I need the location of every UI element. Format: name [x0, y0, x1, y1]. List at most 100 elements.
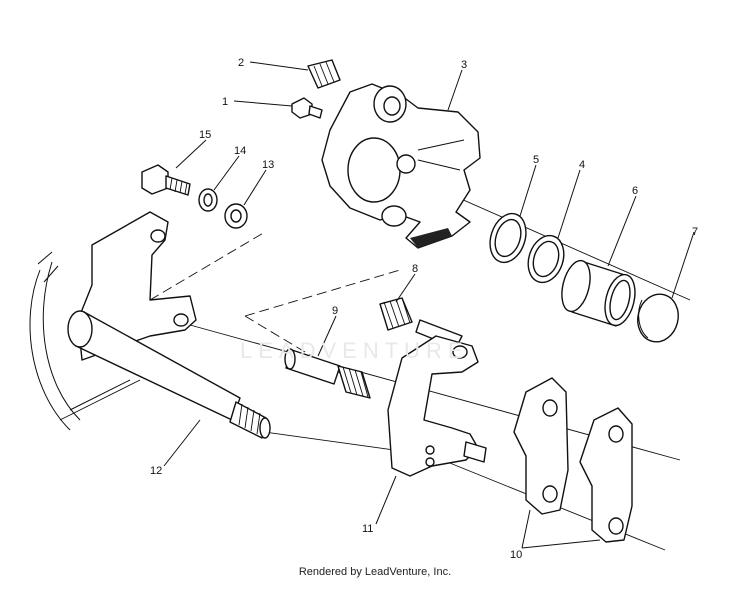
- callout-13: 13: [262, 159, 274, 171]
- part-3-caliper: [321, 83, 481, 249]
- cap-rim: [638, 299, 649, 339]
- part-13-flat-washer: [224, 203, 248, 229]
- knuckle-hole-lower: [173, 313, 189, 327]
- alignment-line-b: [244, 269, 401, 317]
- leader-12: [163, 419, 201, 467]
- bracket-hole-lower-b: [425, 457, 435, 467]
- frame-outline: [29, 251, 81, 431]
- watermark: LEADVENTURE: [240, 338, 469, 363]
- footer-credit: Rendered by LeadVenture, Inc.: [298, 566, 452, 578]
- callout-10: 10: [510, 549, 522, 561]
- bleeder-screw-tip: [308, 105, 323, 119]
- caliper-fluid-port: [396, 154, 416, 174]
- bleeder-cap-ridges: [313, 61, 335, 87]
- leader-15: [175, 139, 207, 169]
- callout-4: 4: [579, 159, 585, 171]
- caliper-lower-hole: [381, 205, 407, 227]
- frame-line-b: [43, 265, 59, 283]
- callout-2: 2: [238, 57, 244, 69]
- part-12-knuckle-axle: [67, 211, 271, 439]
- flat-washer-inner: [230, 209, 242, 223]
- axle-thread: [229, 401, 267, 439]
- leader-10a: [521, 509, 531, 549]
- knuckle-hole-upper: [150, 229, 166, 243]
- leader-11: [375, 475, 397, 525]
- part-11-bracket: [387, 335, 487, 477]
- leader-7: [671, 231, 695, 299]
- frame-curve-outer: [29, 269, 71, 431]
- leader-4: [557, 169, 581, 239]
- bolt-head: [141, 164, 169, 195]
- part-4-dust-seal: [527, 234, 565, 284]
- dust-seal-inner: [532, 240, 560, 278]
- callout-7: 7: [692, 226, 698, 238]
- leader-lines: [163, 61, 695, 549]
- pad-outer-hole-bottom: [608, 517, 624, 535]
- caliper-bridge-lines: [417, 139, 465, 171]
- callout-12: 12: [150, 465, 162, 477]
- lock-washer-inner: [203, 193, 213, 207]
- axis-line-axle: [59, 379, 141, 421]
- part-1-bleeder-screw: [291, 97, 323, 119]
- pad-outer-hole-top: [608, 425, 624, 443]
- callout-9: 9: [332, 305, 338, 317]
- pad-inner-hole-top: [542, 399, 558, 417]
- bolt-thread-lines: [169, 177, 188, 195]
- part-10-brake-pads: [513, 377, 633, 543]
- bracket-hole-upper: [452, 345, 468, 359]
- leader-9: [317, 315, 337, 357]
- part-7-cap: [637, 293, 679, 343]
- caliper-bleeder-port: [383, 96, 401, 116]
- axle-thread-lines: [238, 403, 261, 435]
- part-6-piston: [561, 259, 636, 327]
- arm-lower-edge: [69, 379, 131, 411]
- part-14-lock-washer: [198, 188, 218, 212]
- caliper-shadow: [410, 228, 452, 248]
- caliper-bore: [347, 137, 401, 203]
- bracket-hole-lower-a: [425, 445, 435, 455]
- cap-outer: [637, 293, 679, 343]
- pin-lower-end: [284, 348, 296, 370]
- leader-6: [607, 195, 637, 267]
- piston-cup: [609, 279, 631, 321]
- leader-3: [447, 69, 463, 111]
- boot-lower-ridges: [342, 366, 369, 398]
- part-2-bleeder-cap: [307, 59, 341, 89]
- axle-end-left: [67, 310, 93, 348]
- axle-end-right: [259, 417, 271, 439]
- callout-1: 1: [222, 96, 228, 108]
- part-15-bolt: [141, 164, 191, 196]
- pad-inner-hole-bottom: [542, 485, 558, 503]
- pad-inner: [513, 377, 569, 515]
- leader-10b: [521, 539, 601, 549]
- leader-8: [395, 273, 416, 303]
- bracket-body: [387, 335, 479, 477]
- part-5-seal: [489, 212, 527, 264]
- pad-outer: [579, 407, 633, 543]
- leader-14: [213, 155, 240, 191]
- callout-6: 6: [632, 185, 638, 197]
- piston-back: [561, 259, 591, 313]
- leader-2: [249, 61, 309, 71]
- frame-line-a: [37, 251, 53, 265]
- bracket-pin-stub: [463, 441, 487, 463]
- leader-13: [243, 169, 267, 206]
- callout-15: 15: [199, 129, 211, 141]
- seal-inner: [494, 218, 522, 258]
- callout-labels: 1 2 3 4 5 6 7 8 9 10 11 12 13 14 15: [150, 57, 698, 561]
- frame-curve-inner: [42, 261, 81, 421]
- leader-5: [519, 164, 537, 217]
- alignment-line-a: [149, 231, 266, 301]
- callout-8: 8: [412, 263, 418, 275]
- leader-1: [233, 100, 293, 107]
- callout-14: 14: [234, 145, 246, 157]
- boot-lower-body: [337, 365, 371, 399]
- bleeder-screw-head: [291, 97, 313, 119]
- part-9-pin-lower: [284, 348, 371, 399]
- boot-upper-ridges: [383, 297, 411, 329]
- callout-5: 5: [533, 154, 539, 166]
- callout-3: 3: [461, 59, 467, 71]
- callout-11: 11: [362, 523, 373, 535]
